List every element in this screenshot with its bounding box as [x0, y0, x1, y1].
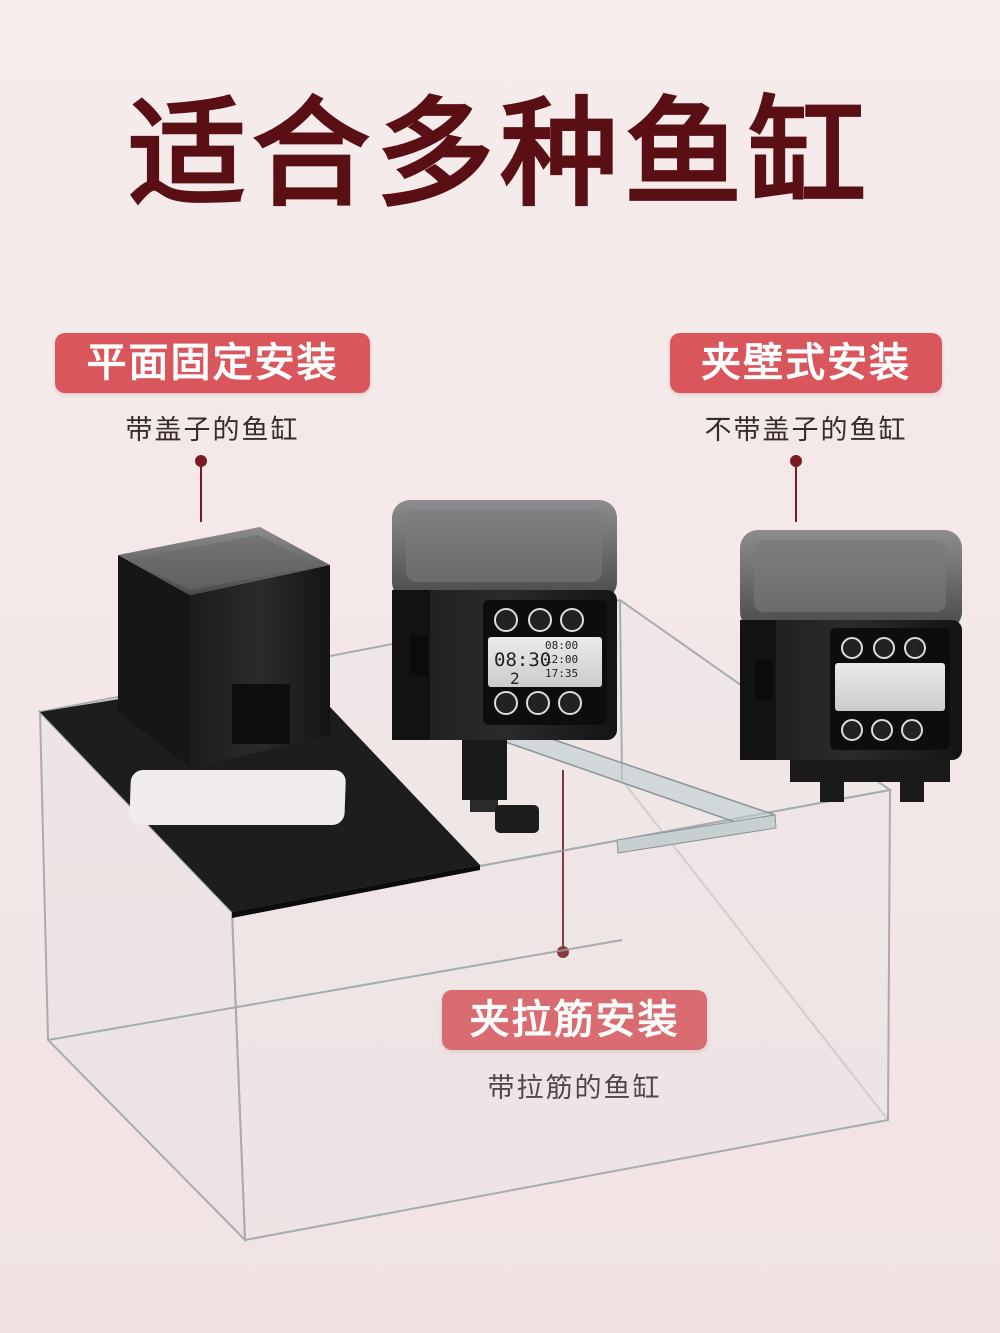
- marker-flat: [195, 455, 207, 522]
- label-flat-mount: 平面固定安装: [55, 333, 370, 393]
- caption-wall-clip-mount: 不带盖子的鱼缸: [704, 415, 908, 446]
- label-brace-clip-mount: 夹拉筋安装: [442, 990, 707, 1050]
- lcd-time-2: 12:00: [545, 653, 578, 666]
- caption-flat-mount: 带盖子的鱼缸: [125, 415, 300, 446]
- feeder-brace: 08:30 2 08:00 12:00 17:35: [392, 500, 617, 833]
- lcd-time-1: 08:00: [545, 639, 578, 652]
- label-wall-clip-mount: 夹壁式安装: [670, 333, 942, 393]
- marker-wall: [790, 455, 802, 522]
- page-title: 适合多种鱼缸: [127, 85, 872, 223]
- lcd-count: 2: [510, 669, 520, 688]
- feeder-flat: [118, 527, 330, 768]
- lcd-time-3: 17:35: [545, 667, 578, 680]
- lcd-big-time: 08:30: [494, 649, 551, 671]
- caption-brace-clip-mount: 带拉筋的鱼缸: [442, 1066, 707, 1105]
- feeder-wall: [740, 530, 962, 802]
